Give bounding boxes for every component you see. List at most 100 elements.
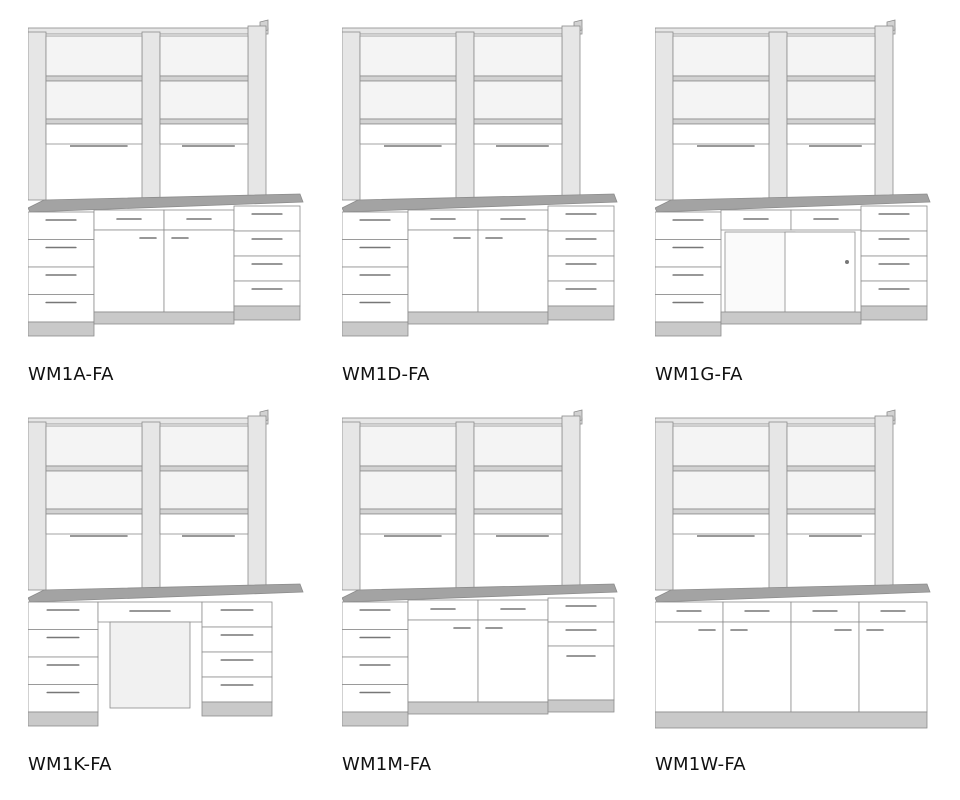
drawer-front [342,656,409,685]
drawer-front [547,205,615,232]
countertop [655,583,931,603]
drawer-front [860,280,928,307]
plinth [655,711,928,729]
drawer-front [342,629,409,658]
plinth [655,321,722,337]
shelf [45,465,143,472]
hutch-upright-middle [141,421,161,591]
shelf [359,118,457,125]
sliding-door [724,231,796,313]
light-box [473,123,563,145]
drawer-front [790,209,862,231]
shelf-bay-lower [786,470,876,510]
light-box [672,513,770,535]
plinth [28,321,95,337]
shelf [159,508,249,515]
shelf-bay-upper [672,425,770,467]
shelf [672,75,770,82]
drawer-front [407,599,479,621]
hutch-upright-right [247,415,267,591]
light-box [159,123,249,145]
drawer-front [547,255,615,282]
drawer-front [547,597,615,623]
plinth [547,305,615,321]
door-front [655,621,724,713]
shelf [672,465,770,472]
drawer-front [201,626,273,653]
door-front [163,229,235,313]
hutch-upright-right [561,415,581,591]
door-front [407,619,479,703]
countertop [28,583,304,603]
shelf [159,118,249,125]
shelf-bay-lower [786,80,876,120]
drawer-front [722,601,792,623]
shelf-bay-upper [159,35,249,77]
cabinet-g [655,19,931,337]
shelf-bay-lower [159,80,249,120]
plinth [28,711,99,727]
shelf [786,75,876,82]
light-box [45,513,143,535]
product-code: WM1A-FA [28,364,114,385]
shelf-bay-lower [45,470,143,510]
light-box [359,513,457,535]
shelf [359,465,457,472]
shelf-bay-upper [45,425,143,467]
drawer-front [93,209,165,231]
product-code: WM1G-FA [655,364,743,385]
drawer-front [858,601,928,623]
cabinet-w [655,409,931,729]
shelf-bay-upper [359,425,457,467]
shelf [473,465,563,472]
shelf [45,75,143,82]
plinth [233,305,301,321]
drawer-front [547,280,615,307]
drawer-front [860,205,928,232]
drawer-front [28,239,95,268]
countertop [28,193,304,213]
drawer-front [163,209,235,231]
plinth [860,305,928,321]
shelf-bay-lower [672,80,770,120]
cabinet-illustration [342,19,618,337]
shelf-bay-lower [672,470,770,510]
drawer-front [28,211,95,240]
drawer-front [655,294,722,323]
door-front [722,621,792,713]
drawer-front [28,601,99,630]
hutch-upright-right [561,25,581,201]
hutch-upright-left [342,421,361,591]
knee-space [109,621,191,709]
door-front [93,229,165,313]
shelf [359,508,457,515]
shelf [786,508,876,515]
product-code: WM1D-FA [342,364,430,385]
shelf-bay-upper [786,35,876,77]
product-code: WM1W-FA [655,754,746,775]
countertop [342,583,618,603]
drawer-front [477,209,549,231]
shelf [672,508,770,515]
drawer-front [860,230,928,257]
drawer-front [477,599,549,621]
drawer-front [655,601,724,623]
cabinet-d [342,19,618,337]
light-box [473,513,563,535]
product-card: WM1A-FA [28,18,328,408]
center-drawer [97,601,203,623]
shelf [473,75,563,82]
drawer-front [720,209,792,231]
drawer-front [547,230,615,257]
cabinet-illustration [655,19,931,337]
door-front [407,229,479,313]
drawer-front [342,211,409,240]
shelf-bay-lower [359,80,457,120]
hutch-upright-middle [768,421,788,591]
shelf [786,465,876,472]
drawer-front [342,239,409,268]
light-box [45,123,143,145]
product-card: WM1K-FA [28,408,328,798]
drawer-front [233,280,301,307]
cabinet-a [28,19,304,337]
